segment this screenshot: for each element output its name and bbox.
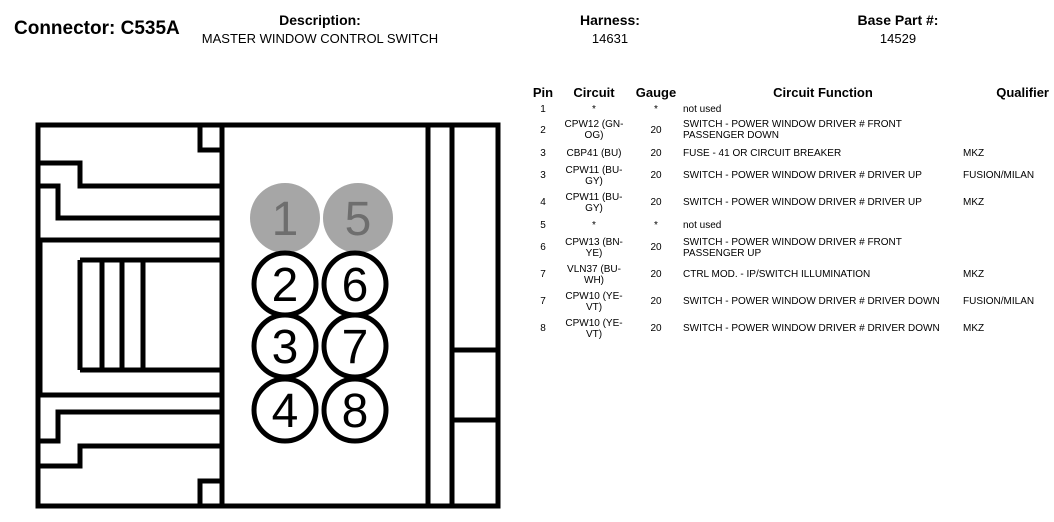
description-block: Description: MASTER WINDOW CONTROL SWITC… bbox=[190, 12, 450, 46]
pin-8-label: 8 bbox=[342, 385, 369, 438]
pin-5-label: 5 bbox=[345, 193, 372, 246]
pin-6-marker: 6 bbox=[321, 250, 389, 318]
base-part-block: Base Part #: 14529 bbox=[838, 12, 958, 46]
pin-table: Pin Circuit Gauge Circuit Function Quali… bbox=[527, 82, 1049, 342]
description-value: MASTER WINDOW CONTROL SWITCH bbox=[201, 31, 439, 46]
pin-5-marker: 5 bbox=[323, 183, 393, 253]
row-circuit: CPW10 (YE-VT) bbox=[565, 290, 623, 313]
table-row: 5 * * not used bbox=[527, 216, 1049, 234]
pin-8-marker: 8 bbox=[321, 376, 389, 444]
table-row: 6 CPW13 (BN-YE) 20 SWITCH - POWER WINDOW… bbox=[527, 234, 1049, 261]
row-circuit: CPW11 (BU-GY) bbox=[565, 164, 623, 187]
row-gauge: * bbox=[654, 219, 658, 231]
row-circuit: CPW12 (GN-OG) bbox=[564, 119, 624, 141]
pin-4-marker: 4 bbox=[251, 376, 319, 444]
row-function: SWITCH - POWER WINDOW DRIVER # FRONT PAS… bbox=[683, 236, 902, 259]
row-gauge: 20 bbox=[650, 269, 662, 280]
pin-7-marker: 7 bbox=[321, 312, 389, 380]
pin-markers: 1 5 2 6 3 7 4 8 bbox=[250, 183, 393, 444]
row-function: SWITCH - POWER WINDOW DRIVER # DRIVER DO… bbox=[683, 296, 940, 307]
table-row: 8 CPW10 (YE-VT) 20 SWITCH - POWER WINDOW… bbox=[527, 315, 1049, 342]
row-pin: 1 bbox=[540, 103, 546, 115]
row-function: SWITCH - POWER WINDOW DRIVER # DRIVER DO… bbox=[683, 323, 940, 334]
row-function: SWITCH - POWER WINDOW DRIVER # DRIVER UP bbox=[683, 170, 922, 181]
row-circuit: CPW13 (BN-YE) bbox=[565, 236, 623, 259]
row-qualifier: FUSION/MILAN bbox=[963, 296, 1035, 307]
connector-housing bbox=[35, 122, 501, 509]
harness-block: Harness: 14631 bbox=[560, 12, 660, 46]
pin-7-label: 7 bbox=[342, 321, 369, 374]
pin-2-label: 2 bbox=[272, 259, 299, 312]
table-row: 7 CPW10 (YE-VT) 20 SWITCH - POWER WINDOW… bbox=[527, 288, 1049, 315]
row-pin: 4 bbox=[540, 197, 546, 208]
pin-2-marker: 2 bbox=[251, 250, 319, 318]
base-part-value: 14529 bbox=[879, 31, 917, 46]
pin-table-header: Pin Circuit Gauge Circuit Function Quali… bbox=[527, 82, 1049, 100]
pin-1-label: 1 bbox=[272, 193, 299, 246]
row-gauge: 20 bbox=[650, 242, 662, 253]
harness-label: Harness: bbox=[580, 12, 640, 28]
base-part-label: Base Part #: bbox=[857, 12, 939, 28]
row-gauge: * bbox=[654, 103, 658, 115]
table-row: 4 CPW11 (BU-GY) 20 SWITCH - POWER WINDOW… bbox=[527, 189, 1049, 216]
header-pin: Pin bbox=[532, 85, 554, 100]
connector-title: Connector: C535A bbox=[14, 18, 180, 39]
row-circuit: * bbox=[592, 103, 596, 115]
row-gauge: 20 bbox=[650, 323, 662, 334]
row-function: not used bbox=[683, 103, 722, 115]
connector-face-diagram: 1 5 2 6 3 7 4 8 bbox=[35, 122, 501, 509]
row-qualifier: MKZ bbox=[963, 269, 985, 280]
row-qualifier: MKZ bbox=[963, 197, 985, 208]
header-circuit: Circuit bbox=[573, 85, 615, 100]
description-label: Description: bbox=[279, 12, 361, 28]
row-circuit: VLN37 (BU-WH) bbox=[567, 263, 621, 286]
header-circuit-function: Circuit Function bbox=[773, 85, 873, 100]
pin-3-marker: 3 bbox=[251, 312, 319, 380]
row-qualifier: MKZ bbox=[963, 147, 985, 159]
row-qualifier: MKZ bbox=[963, 323, 985, 334]
row-pin: 6 bbox=[540, 242, 546, 253]
row-circuit: CPW11 (BU-GY) bbox=[565, 191, 623, 214]
row-function: CTRL MOD. - IP/SWITCH ILLUMINATION bbox=[683, 269, 871, 280]
row-circuit: * bbox=[592, 219, 596, 231]
row-gauge: 20 bbox=[650, 124, 662, 136]
row-pin: 3 bbox=[540, 170, 546, 181]
header-gauge: Gauge bbox=[635, 85, 677, 100]
table-row: 2 CPW12 (GN-OG) 20 SWITCH - POWER WINDOW… bbox=[527, 116, 1049, 144]
pin-3-label: 3 bbox=[272, 321, 299, 374]
header-qualifier: Qualifier bbox=[996, 85, 1049, 100]
table-row: 3 CBP41 (BU) 20 FUSE - 41 OR CIRCUIT BRE… bbox=[527, 144, 1049, 162]
row-function: not used bbox=[683, 219, 722, 231]
row-circuit: CBP41 (BU) bbox=[566, 147, 622, 159]
row-pin: 8 bbox=[540, 323, 546, 334]
row-function: FUSE - 41 OR CIRCUIT BREAKER bbox=[683, 147, 842, 159]
table-row: 1 * * not used bbox=[527, 102, 1049, 116]
pin-6-label: 6 bbox=[342, 259, 369, 312]
table-row: 7 VLN37 (BU-WH) 20 CTRL MOD. - IP/SWITCH… bbox=[527, 261, 1049, 288]
row-pin: 5 bbox=[540, 219, 546, 231]
row-pin: 7 bbox=[540, 269, 546, 280]
row-circuit: CPW10 (YE-VT) bbox=[565, 317, 623, 340]
row-gauge: 20 bbox=[650, 147, 662, 159]
row-pin: 2 bbox=[540, 124, 546, 136]
row-function: SWITCH - POWER WINDOW DRIVER # DRIVER UP bbox=[683, 197, 922, 208]
row-function: SWITCH - POWER WINDOW DRIVER # FRONT PAS… bbox=[683, 119, 902, 141]
row-gauge: 20 bbox=[650, 170, 662, 181]
harness-value: 14631 bbox=[591, 31, 629, 46]
row-gauge: 20 bbox=[650, 296, 662, 307]
row-gauge: 20 bbox=[650, 197, 662, 208]
table-row: 3 CPW11 (BU-GY) 20 SWITCH - POWER WINDOW… bbox=[527, 162, 1049, 189]
row-qualifier: FUSION/MILAN bbox=[963, 170, 1035, 181]
row-pin: 3 bbox=[540, 147, 546, 159]
pin-1-marker: 1 bbox=[250, 183, 320, 253]
pin-4-label: 4 bbox=[272, 385, 299, 438]
row-pin: 7 bbox=[540, 296, 546, 307]
